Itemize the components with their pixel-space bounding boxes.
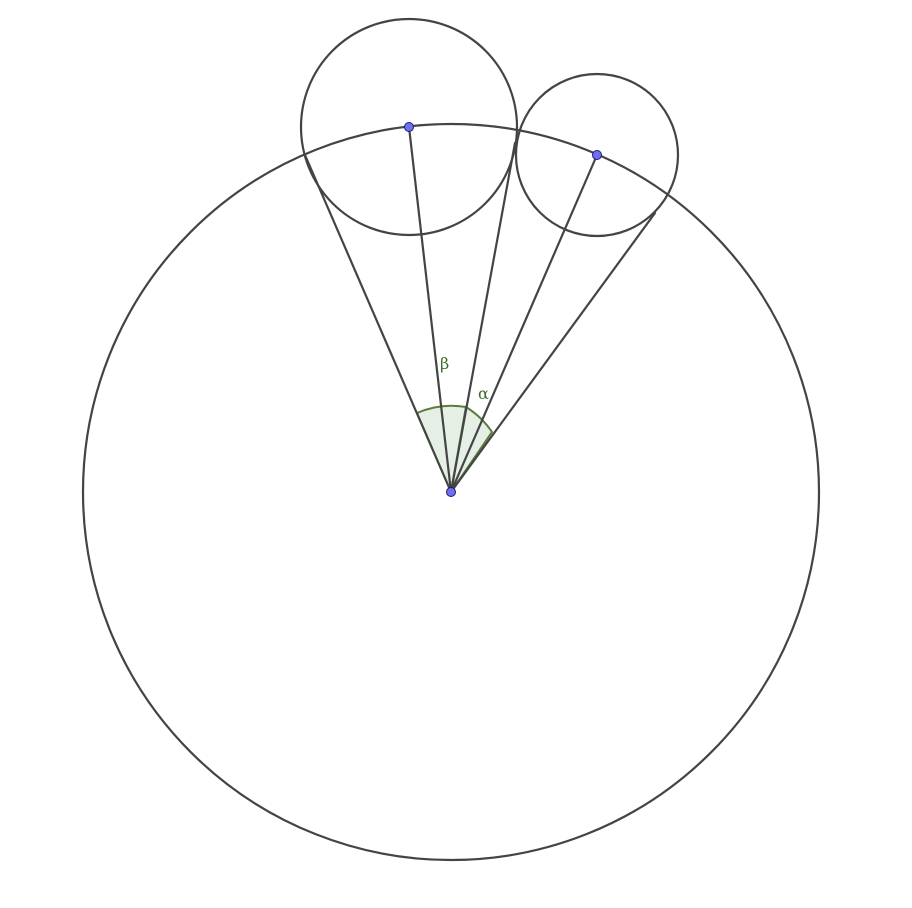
angle-label-alpha: α bbox=[478, 384, 489, 403]
tangent-line-left-outer bbox=[303, 153, 453, 494]
point-right-center[interactable] bbox=[592, 150, 602, 160]
tangent-line-left-inner bbox=[449, 141, 517, 494]
radius-line-left bbox=[407, 125, 453, 494]
small-circle-right bbox=[514, 72, 680, 238]
large-circle bbox=[81, 122, 821, 862]
point-origin[interactable] bbox=[446, 487, 456, 497]
angle-label-beta: β bbox=[440, 354, 449, 373]
radius-line-right bbox=[449, 153, 599, 494]
point-left-center[interactable] bbox=[404, 122, 414, 132]
small-circle-left bbox=[299, 17, 519, 237]
tangent-line-right-outer bbox=[449, 211, 657, 494]
